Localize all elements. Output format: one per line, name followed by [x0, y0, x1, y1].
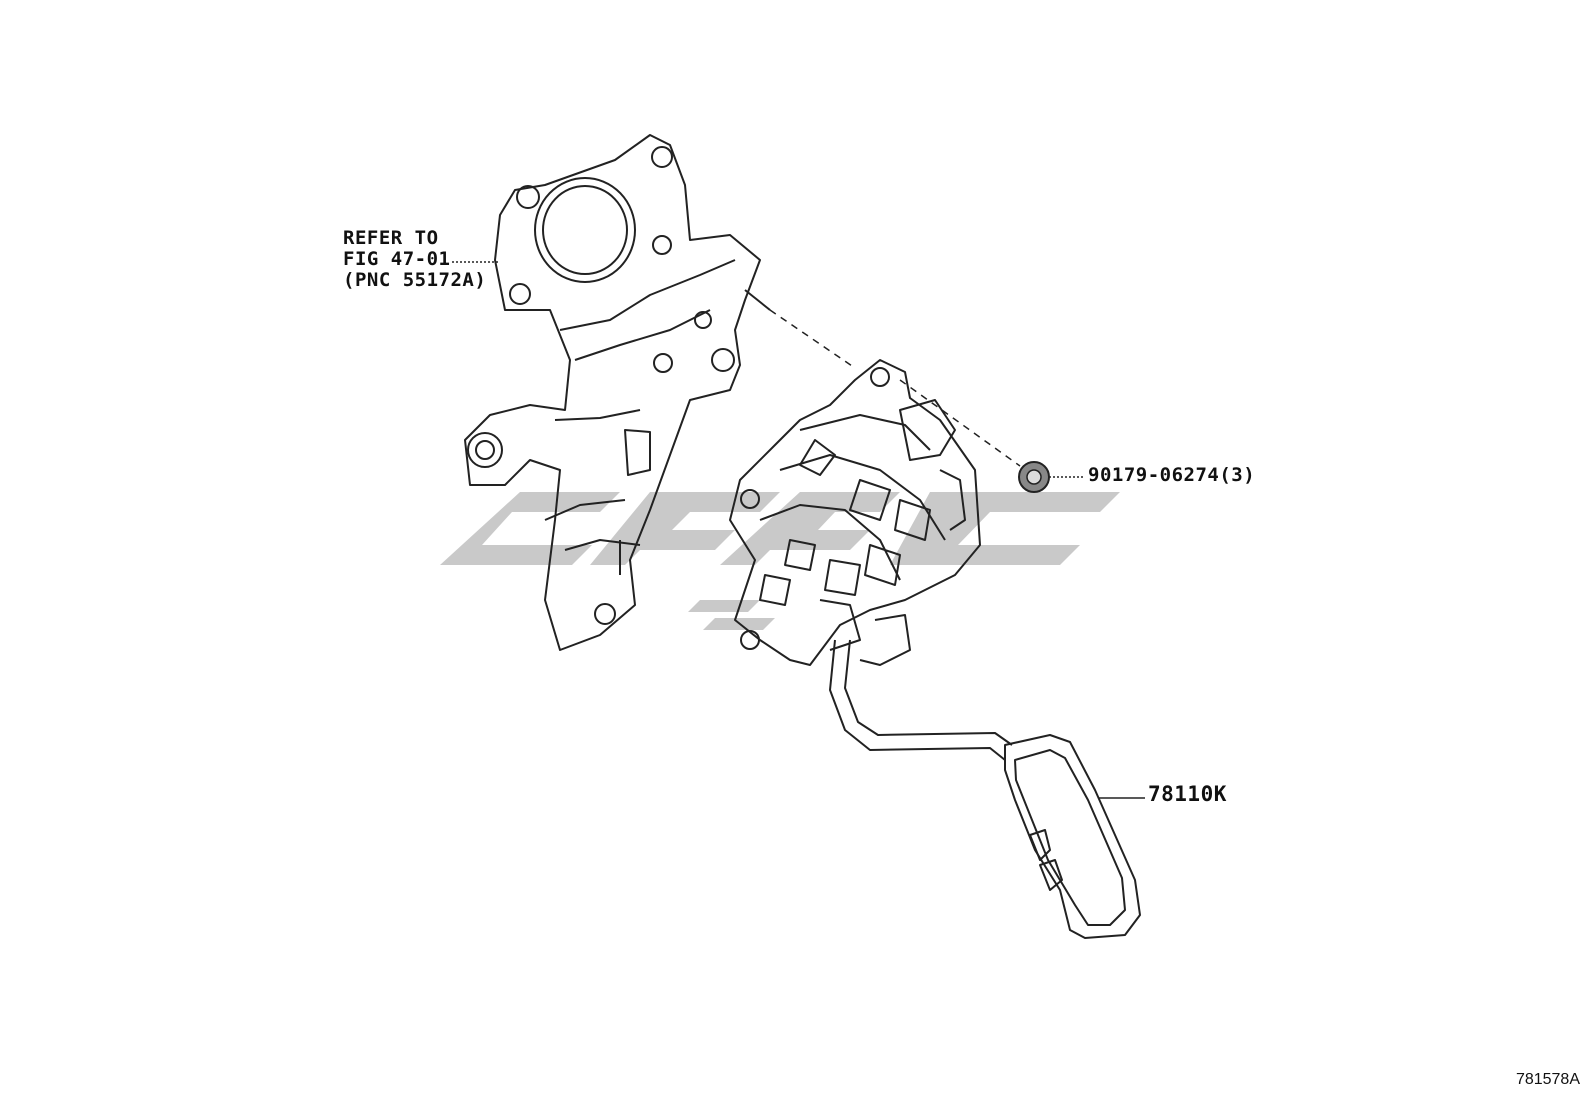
pedal-housing [729, 359, 981, 666]
reference-note-line2: FIG 47-01 [343, 248, 451, 270]
figure-id: 781578A [1515, 1071, 1580, 1088]
part-label-nut: 90179-06274(3) [1088, 464, 1256, 486]
part-label-pedal: 78110K [1148, 782, 1227, 806]
pedal-arm [829, 639, 1013, 761]
pedal-bracket [464, 134, 771, 651]
reference-note: REFER TO FIG 47-01 (PNC 55172A) [343, 228, 486, 291]
pedal-pad [1004, 734, 1141, 939]
reference-note-line1: REFER TO [343, 227, 439, 249]
leader-lines [452, 261, 1145, 799]
reference-note-line3: (PNC 55172A) [343, 269, 487, 291]
assembly-dashed-lines [769, 309, 1021, 467]
nut-icon [1018, 461, 1050, 493]
